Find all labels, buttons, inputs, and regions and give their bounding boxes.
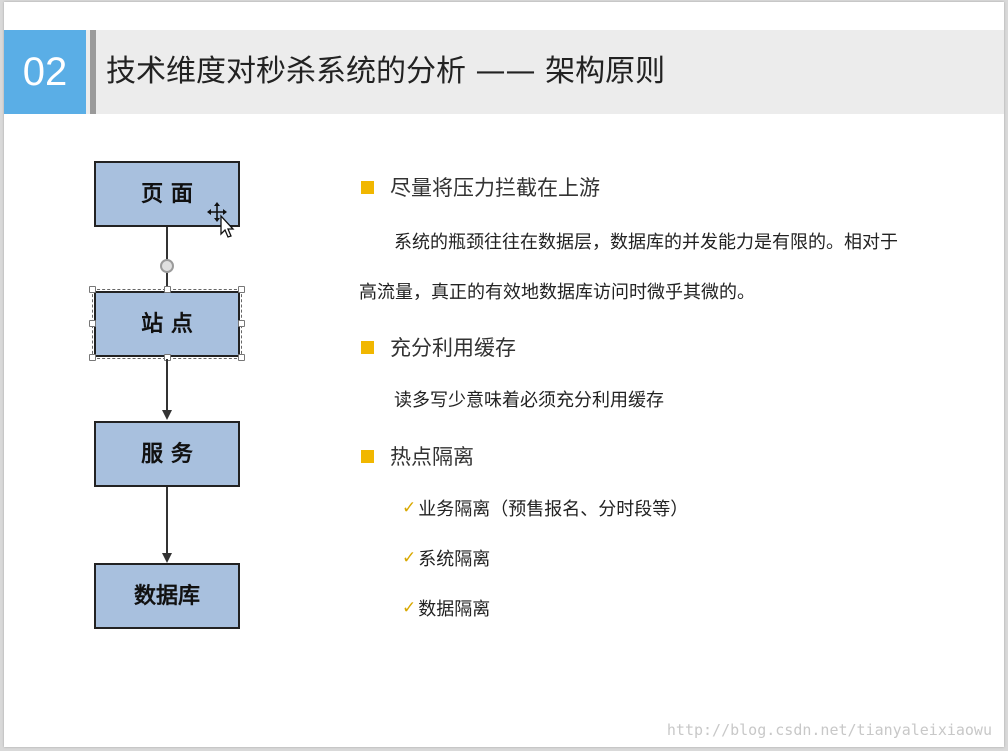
check-item: ✓ 数据隔离 [402, 598, 491, 620]
move-cursor-icon [207, 202, 237, 243]
bullet-title: 尽量将压力拦截在上游 [390, 176, 600, 200]
bullet-square-icon [361, 340, 374, 354]
watermark: http://blog.csdn.net/tianyaleixiaowu [666, 721, 992, 739]
bullet-item: 尽量将压力拦截在上游 [361, 172, 600, 202]
check-item: ✓ 系统隔离 [402, 548, 491, 570]
header-band [4, 30, 1004, 114]
body-line: 读多写少意味着必须充分利用缓存 [394, 390, 664, 411]
checkmark-icon: ✓ [402, 598, 417, 618]
resize-handle-t[interactable] [164, 286, 171, 293]
bullet-item: 充分利用缓存 [361, 332, 516, 362]
bullet-title: 充分利用缓存 [390, 336, 516, 360]
resize-handle-bl[interactable] [89, 354, 96, 361]
resize-handle-br[interactable] [238, 354, 245, 361]
bullet-square-icon [361, 449, 374, 463]
flow-box-service[interactable]: 服 务 [94, 421, 240, 487]
check-item: ✓ 业务隔离（预售报名、分时段等） [402, 498, 689, 520]
body-line: 高流量，真正的有效地数据库访问时微乎其微的。 [359, 282, 755, 303]
flow-box-page[interactable]: 页 面 [94, 161, 240, 227]
bullet-item: 热点隔离 [361, 441, 474, 471]
selection-outline [92, 289, 242, 359]
checkmark-icon: ✓ [402, 548, 417, 568]
resize-handle-r[interactable] [238, 320, 245, 327]
resize-handle-tr[interactable] [238, 286, 245, 293]
flow-box-database[interactable]: 数据库 [94, 563, 240, 629]
flow-connector [166, 487, 168, 553]
bullet-square-icon [361, 180, 374, 194]
resize-handle-tl[interactable] [89, 286, 96, 293]
slide: 02 技术维度对秒杀系统的分析 —— 架构原则 页 面 站 点 服 务 数据库 … [4, 2, 1004, 747]
resize-handle-l[interactable] [89, 320, 96, 327]
bullet-title: 热点隔离 [390, 445, 474, 469]
rotate-handle[interactable] [160, 259, 174, 273]
body-line: 系统的瓶颈往往在数据层，数据库的并发能力是有限的。相对于 [394, 232, 898, 253]
flow-connector [166, 359, 168, 411]
arrow-head [162, 410, 172, 420]
checkmark-icon: ✓ [402, 498, 417, 518]
arrow-head [162, 553, 172, 563]
slide-title: 技术维度对秒杀系统的分析 —— 架构原则 [106, 54, 666, 89]
section-number: 02 [4, 30, 86, 114]
title-divider [90, 30, 96, 114]
